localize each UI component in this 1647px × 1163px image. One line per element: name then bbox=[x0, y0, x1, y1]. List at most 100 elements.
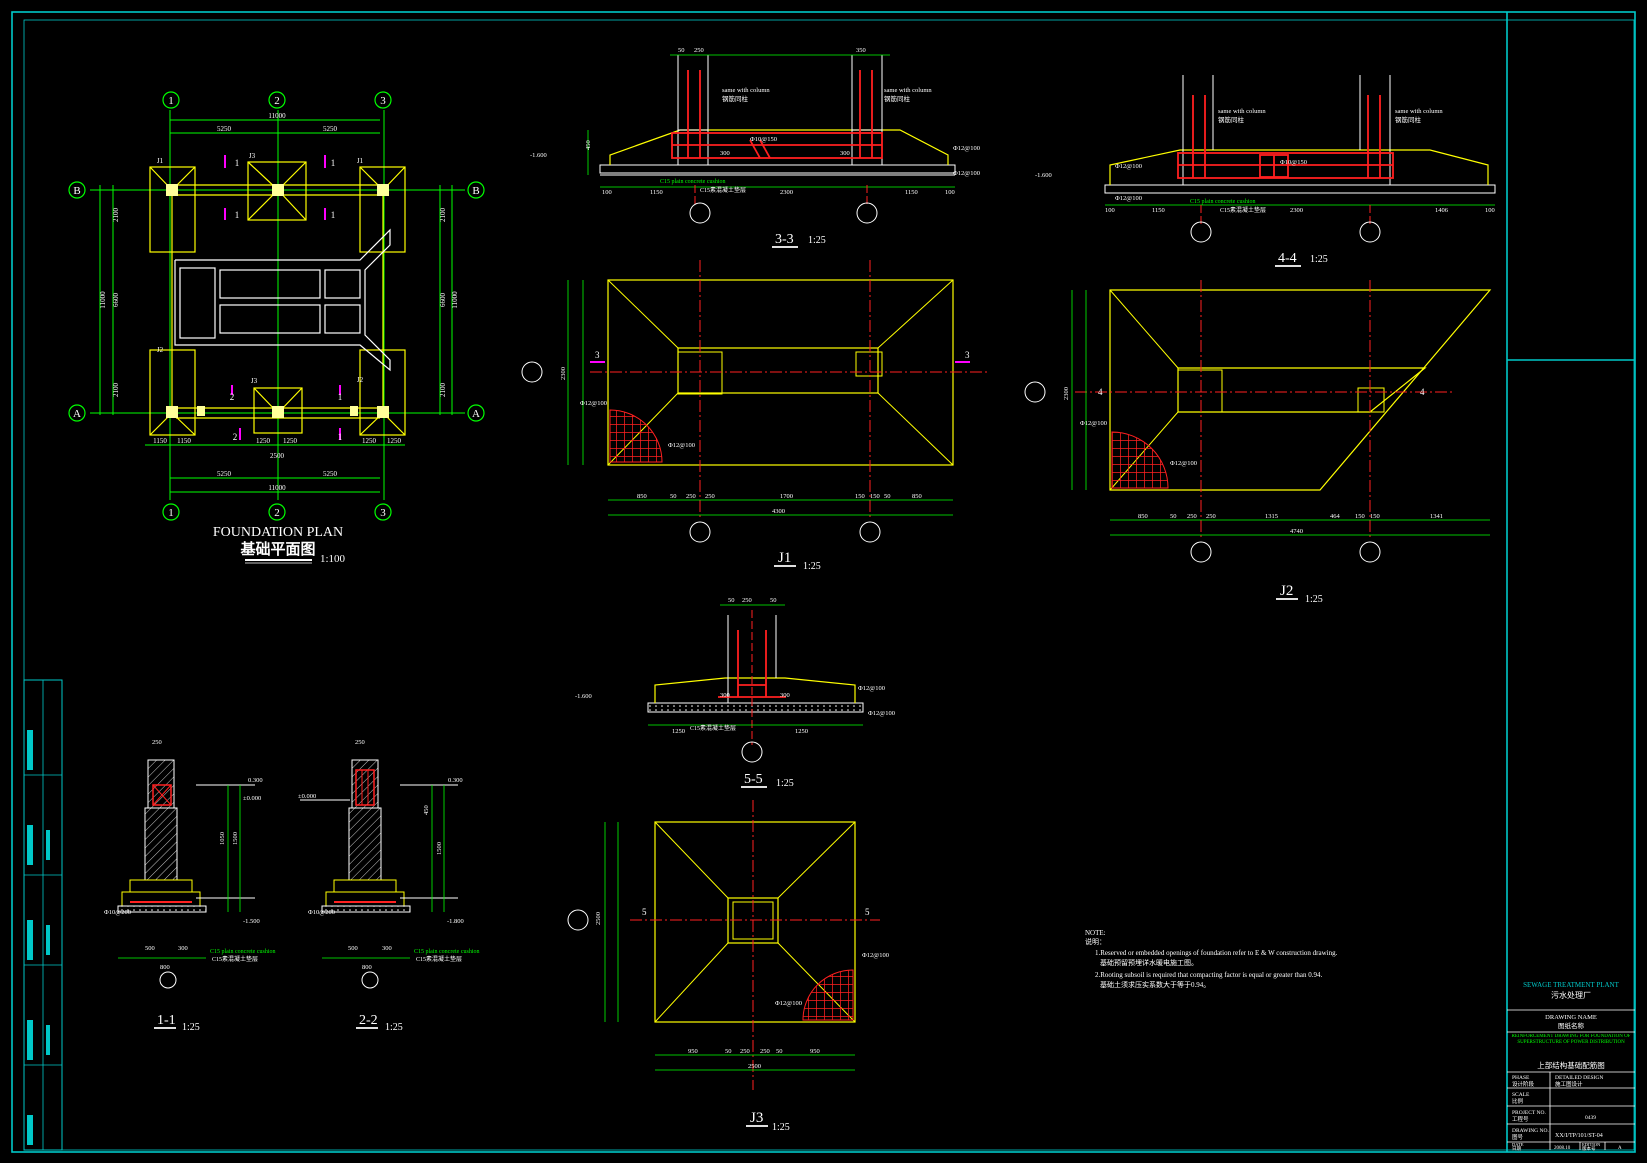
s11-d1500: 1500 bbox=[232, 832, 239, 845]
j1-cut-mark-l: 3 bbox=[595, 350, 600, 360]
s33-d350: 350 bbox=[856, 47, 866, 54]
j1-d250b: 250 bbox=[705, 493, 715, 500]
j3-d250b: 250 bbox=[760, 1048, 770, 1055]
plan-cut-1e: 1 bbox=[338, 392, 343, 402]
j1-rebar1: Φ12@100 bbox=[580, 400, 607, 407]
s33-cushion: C15 plain concrete cushion bbox=[660, 179, 725, 185]
j3-side: 2500 bbox=[595, 912, 602, 925]
tb-phase-value: DETAILED DESIGN bbox=[1555, 1075, 1603, 1081]
j3-rebar2: Φ12@100 bbox=[775, 1000, 802, 1007]
s33-d450: 450 bbox=[585, 140, 592, 150]
plan-section-marks bbox=[224, 155, 341, 440]
tb-date-label: DATE bbox=[1512, 1142, 1524, 1147]
j2-rebar2: Φ12@100 bbox=[1170, 460, 1197, 467]
plan-dim-side-end: 2100 bbox=[112, 208, 120, 223]
s33-rebar2: Φ10@150 bbox=[750, 136, 777, 143]
plan-dim-total-bottom: 11000 bbox=[268, 484, 286, 492]
plan-dim-1150: 1150 bbox=[153, 437, 167, 445]
s33-scale: 1:25 bbox=[808, 235, 826, 246]
plan-dim-1250d: 1250 bbox=[387, 437, 402, 445]
s44-note1-cn-r: 钢筋同柱 bbox=[1395, 115, 1422, 124]
s33-rebar1b: Φ12@100 bbox=[953, 170, 980, 177]
plan-label-j3b: J3 bbox=[251, 377, 258, 385]
j3-d250: 250 bbox=[740, 1048, 750, 1055]
notes-block: NOTE: 说明： 1.Reserved or embedded opening… bbox=[1085, 929, 1338, 989]
j1-rebar2: Φ12@100 bbox=[668, 442, 695, 449]
plan-dim-total-top: 11000 bbox=[268, 112, 286, 120]
footing-j1: Φ12@100 Φ12@100 3 3 850 50 250 250 1700 … bbox=[521, 260, 990, 572]
s11-d800: 800 bbox=[160, 964, 170, 971]
tb-phase-label-cn: 设计阶段 bbox=[1512, 1080, 1535, 1088]
s11-cushion: C15 plain concrete cushion bbox=[210, 949, 275, 955]
j2-title: J2 bbox=[1280, 583, 1293, 599]
s33-d1150b: 1150 bbox=[905, 189, 918, 196]
s33-d50: 50 bbox=[678, 47, 685, 54]
j1-cut-mark: 3 bbox=[965, 350, 970, 360]
s44-cushion-cn: C15素混凝土垫层 bbox=[1220, 206, 1266, 214]
j1-d50: 50 bbox=[670, 493, 677, 500]
s11-scale: 1:25 bbox=[182, 1022, 200, 1033]
j2-d250b: 250 bbox=[1206, 513, 1216, 520]
plan-dim-half-right-bottom: 5250 bbox=[323, 470, 338, 478]
plan-dim-side-end-d: 2100 bbox=[439, 383, 447, 398]
plan-dim-side-mid-right: 6600 bbox=[439, 293, 447, 308]
axis-label-3-bottom: 3 bbox=[380, 507, 386, 519]
plan-dim-half-left: 5250 bbox=[217, 125, 232, 133]
tb-drawing-name-label: DRAWING NAME bbox=[1545, 1014, 1597, 1021]
plan-title-en: FOUNDATION PLAN bbox=[213, 525, 343, 540]
notes-heading: NOTE: bbox=[1085, 929, 1106, 937]
tb-drawing-name-en: REINFORCEMENT DRAWING FOR FOUNDATION OF … bbox=[1511, 1034, 1631, 1045]
s11-elev-top: 0.300 bbox=[248, 777, 263, 784]
plan-cut-1b: 1 bbox=[331, 158, 336, 168]
footing-j2: Φ12@100 Φ12@100 4 4 850 50 250 250 1315 … bbox=[1024, 280, 1492, 605]
s11-d1050: 1050 bbox=[219, 832, 226, 845]
j2-cut-mark-r: 4 bbox=[1420, 387, 1425, 397]
plan-walls bbox=[174, 228, 391, 372]
s33-d300b: 300 bbox=[840, 150, 850, 157]
j1-d850b: 850 bbox=[912, 493, 922, 500]
s22-d250: 250 bbox=[355, 739, 365, 746]
section-1-1: 0.300 ±0.000 -1.500 Φ10@200 C15 plain co… bbox=[104, 739, 275, 1033]
s11-rebar: Φ10@200 bbox=[104, 909, 131, 916]
tb-project-no: 0439 bbox=[1585, 1115, 1596, 1121]
axis-label-1: 1 bbox=[168, 95, 174, 107]
s33-cushion-cn: C15素混凝土垫层 bbox=[700, 186, 746, 194]
axis-label-b: B bbox=[73, 185, 80, 197]
signature-strip-marks bbox=[27, 730, 50, 1145]
plan-dim-half-left-bottom: 5250 bbox=[217, 470, 232, 478]
s22-d500: 500 bbox=[348, 945, 358, 952]
s33-note1: same with column bbox=[722, 87, 770, 94]
j2-d150b: 150 bbox=[1370, 513, 1380, 520]
s44-elev: -1.600 bbox=[1035, 172, 1052, 179]
s22-d300: 300 bbox=[382, 945, 392, 952]
tb-project-no-label: PROJECT NO. bbox=[1512, 1110, 1546, 1116]
j2-side: 2300 bbox=[1063, 387, 1070, 400]
plan-label-j2b: J2 bbox=[357, 376, 364, 384]
s22-elev-top: 0.300 bbox=[448, 777, 463, 784]
j2-d150: 150 bbox=[1355, 513, 1365, 520]
s33-elev: -1.600 bbox=[530, 152, 547, 159]
s55-d300b: 300 bbox=[780, 692, 790, 699]
s55-d50: 50 bbox=[728, 597, 735, 604]
j3-rebar1: Φ12@100 bbox=[862, 952, 889, 959]
s55-rebar2: Φ12@100 bbox=[868, 710, 895, 717]
tb-project-en: SEWAGE TREATMENT PLANT bbox=[1523, 981, 1620, 989]
s33-rebar1: Φ12@100 bbox=[953, 145, 980, 152]
axis-label-1-bottom: 1 bbox=[168, 507, 174, 519]
plan-title-cn: 基础平面图 bbox=[239, 540, 315, 558]
s33-note1-cn: 钢筋同柱 bbox=[722, 94, 749, 103]
note-2-cn: 基础土须求压实系数大于等于0.94。 bbox=[1100, 980, 1210, 989]
s11-cushion-cn: C15素混凝土垫层 bbox=[212, 955, 258, 963]
j1-d1700: 1700 bbox=[780, 493, 793, 500]
s11-d300: 300 bbox=[178, 945, 188, 952]
s33-d100b: 100 bbox=[945, 189, 955, 196]
tb-scale-label: SCALE bbox=[1512, 1092, 1530, 1098]
axis-label-a-right: A bbox=[472, 408, 480, 420]
notes-heading-cn: 说明： bbox=[1085, 937, 1106, 946]
plan-axis-bubbles bbox=[68, 91, 485, 521]
j2-d1341: 1341 bbox=[1430, 513, 1443, 520]
plan-cut-1c: 1 bbox=[235, 210, 240, 220]
s22-rebar: Φ10@200 bbox=[308, 909, 335, 916]
title-block: SEWAGE TREATMENT PLANT 污水处理厂 DRAWING NAM… bbox=[1507, 981, 1635, 1152]
plan-columns bbox=[166, 184, 389, 418]
